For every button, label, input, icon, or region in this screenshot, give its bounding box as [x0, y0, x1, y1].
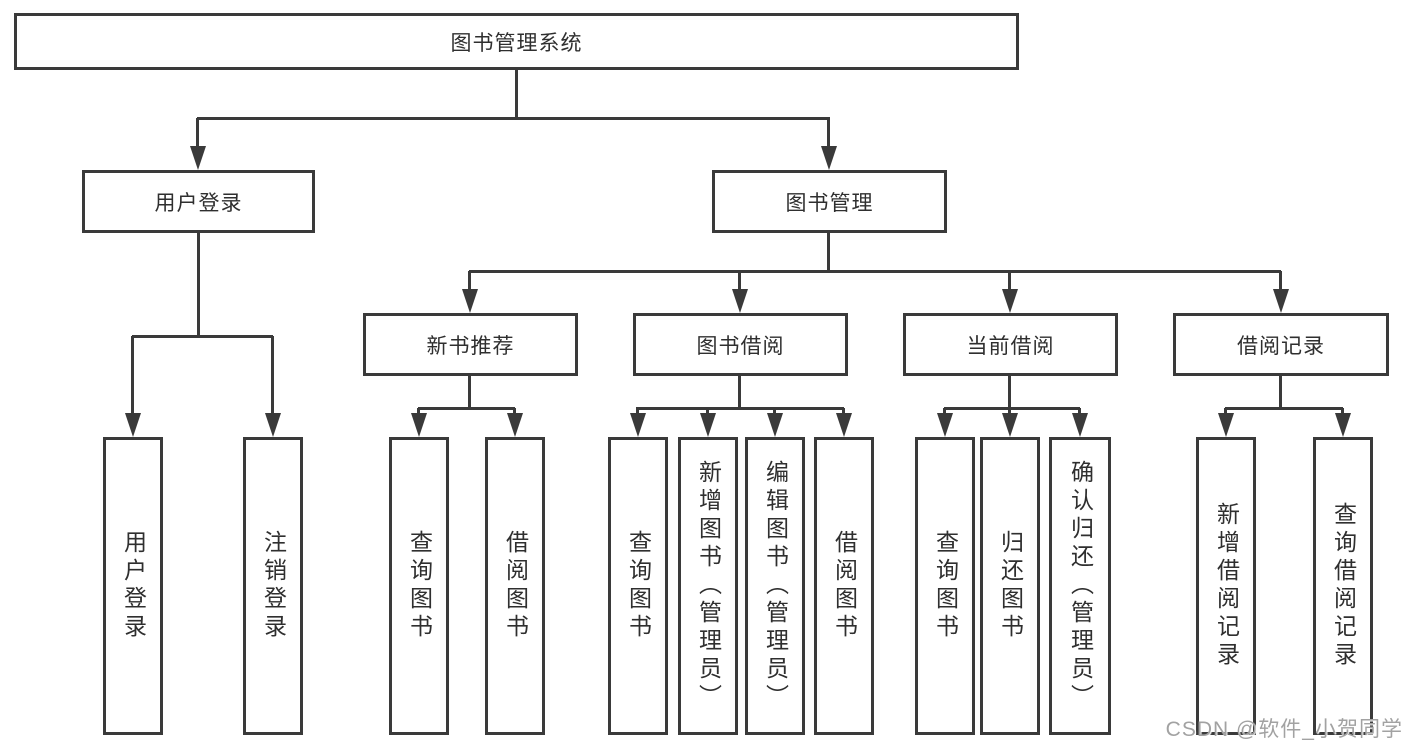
leaf-add-books-admin: 新增图书（管理员） [678, 437, 738, 735]
node-label: 图书借阅 [696, 334, 785, 358]
node-label: 查询图书 [625, 530, 652, 642]
connector-line [1078, 408, 1081, 413]
connector-line [197, 117, 830, 120]
node-label: 借阅图书 [831, 530, 858, 642]
node-book-management: 图书管理 [712, 170, 947, 233]
node-label: 借阅记录 [1237, 334, 1325, 358]
arrow-down-icon [836, 413, 852, 437]
arrow-down-icon [821, 146, 837, 170]
connector-line [944, 407, 1080, 410]
arrow-down-icon [1273, 289, 1289, 313]
connector-line [636, 408, 639, 413]
arrow-down-icon [462, 289, 478, 313]
arrow-down-icon [1218, 413, 1234, 437]
node-user-login: 用户登录 [82, 170, 315, 233]
node-current-borrowing: 当前借阅 [903, 313, 1118, 376]
connector-line [706, 408, 709, 413]
arrow-down-icon [630, 413, 646, 437]
connector-line [196, 118, 199, 146]
node-label: 新增图书（管理员） [695, 460, 722, 712]
leaf-query-books-borrow: 查询图书 [608, 437, 668, 735]
connector-line [1341, 408, 1344, 413]
arrow-down-icon [700, 413, 716, 437]
node-label: 新书推荐 [426, 334, 515, 358]
node-label: 确认归还（管理员） [1067, 460, 1094, 712]
connector-line [827, 118, 830, 146]
connector-line [1008, 408, 1011, 413]
node-label: 编辑图书（管理员） [762, 460, 789, 712]
arrow-down-icon [125, 413, 141, 437]
node-label: 归还图书 [997, 530, 1024, 642]
leaf-logout: 注销登录 [243, 437, 303, 735]
leaf-confirm-return-admin: 确认归还（管理员） [1049, 437, 1111, 735]
leaf-user-login: 用户登录 [103, 437, 163, 735]
arrow-down-icon [1002, 289, 1018, 313]
node-new-book-recommend: 新书推荐 [363, 313, 578, 376]
connector-line [1224, 408, 1227, 413]
connector-line [513, 408, 516, 413]
leaf-return-books: 归还图书 [980, 437, 1040, 735]
node-label: 图书管理系统 [450, 31, 583, 55]
node-label: 当前借阅 [966, 334, 1055, 358]
node-label: 查询借阅记录 [1330, 502, 1357, 670]
connector-line [738, 271, 741, 289]
connector-line [827, 233, 830, 271]
connector-line [842, 408, 845, 413]
connector-line [417, 408, 420, 413]
leaf-add-borrow-record: 新增借阅记录 [1196, 437, 1256, 735]
node-borrow-records: 借阅记录 [1173, 313, 1389, 376]
node-root-system: 图书管理系统 [14, 13, 1019, 70]
arrow-down-icon [265, 413, 281, 437]
connector-line [773, 408, 776, 413]
connector-line [418, 407, 515, 410]
leaf-borrow-books: 借阅图书 [814, 437, 874, 735]
leaf-edit-books-admin: 编辑图书（管理员） [745, 437, 805, 735]
node-book-borrowing: 图书借阅 [633, 313, 848, 376]
connector-line [468, 271, 471, 289]
connector-line [469, 270, 1281, 273]
connector-line [1279, 271, 1282, 289]
leaf-query-books-current: 查询图书 [915, 437, 975, 735]
connector-line [1279, 376, 1282, 408]
arrow-down-icon [732, 289, 748, 313]
node-label: 查询图书 [406, 530, 433, 642]
csdn-watermark: CSDN @软件_小贺同学 [1165, 718, 1403, 741]
connector-line [1008, 271, 1011, 289]
connector-line [468, 376, 471, 408]
connector-line [131, 336, 134, 413]
connector-line [271, 336, 274, 413]
node-label: 新增借阅记录 [1213, 502, 1240, 670]
node-label: 用户登录 [120, 530, 147, 642]
arrow-down-icon [507, 413, 523, 437]
connector-line [636, 407, 844, 410]
arrow-down-icon [767, 413, 783, 437]
node-label: 用户登录 [154, 191, 243, 215]
arrow-down-icon [937, 413, 953, 437]
arrow-down-icon [1002, 413, 1018, 437]
node-label: 借阅图书 [502, 530, 529, 642]
arrow-down-icon [1335, 413, 1351, 437]
leaf-query-borrow-record: 查询借阅记录 [1313, 437, 1373, 735]
arrow-down-icon [190, 146, 206, 170]
node-label: 注销登录 [260, 530, 287, 642]
connector-line [943, 408, 946, 413]
arrow-down-icon [411, 413, 427, 437]
connector-line [1008, 376, 1011, 408]
leaf-borrow-books-recommend: 借阅图书 [485, 437, 545, 735]
connector-line [197, 233, 200, 336]
arrow-down-icon [1072, 413, 1088, 437]
connector-line [515, 70, 518, 118]
connector-line [1225, 407, 1343, 410]
node-label: 查询图书 [932, 530, 959, 642]
connector-line [132, 335, 273, 338]
node-label: 图书管理 [785, 191, 874, 215]
leaf-query-books-recommend: 查询图书 [389, 437, 449, 735]
connector-line [738, 376, 741, 408]
